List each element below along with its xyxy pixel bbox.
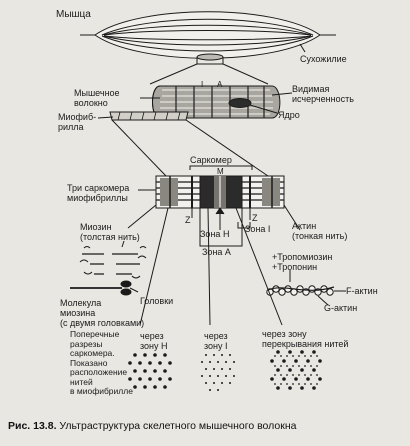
label-cross-sections: Поперечные разрезы саркомера. Показано р… [70,329,133,396]
label-g-actin: G-актин [324,303,358,313]
tendon-pointer [299,43,306,53]
figure-caption: Рис. 13.8. Ультраструктура скелетного мы… [8,420,296,432]
nucleus-shape [228,98,252,108]
fascicle-cut [149,53,269,85]
label-band-i: I [201,80,204,89]
label-heads: Головки [140,296,174,306]
label-f-actin: F-актин [346,286,378,296]
three-sarcomeres [155,175,285,209]
label-through-i: через зону I [204,331,228,351]
label-three-sarcomeres: Три саркомера миофибриллы [67,183,130,203]
figure-caption-text: Ультраструктура скелетного мышечного вол… [59,420,297,432]
myosin-filaments [79,240,147,279]
label-muscle-fiber: Мышечное волокно [74,88,120,108]
myofibril-strip [109,111,189,121]
label-zone-h: Зона H [200,229,230,239]
label-through-overlap: через зону перекрывания нитей [262,329,349,349]
figure-number: Рис. 13.8. [8,420,57,432]
label-actin: Актин (тонкая нить) [292,221,348,241]
cross-section-h [128,353,172,389]
label-through-h: через зону Н [140,331,168,351]
muscle-fiber [152,85,281,119]
label-myosin: Миозин (толстая нить) [80,222,140,242]
myosin-molecule [70,280,139,296]
label-band-a: A [217,80,223,89]
label-zone-a: Зона А [202,247,231,257]
cross-section-overlap [270,350,322,390]
label-myosin-molecule: Молекула миозина (с двумя головками) [60,298,145,328]
cross-section-i [201,354,235,391]
label-z-left: Z [185,215,191,225]
muscle-belly [80,11,336,59]
label-sarcomere: Саркомер [190,155,232,165]
f-actin-filament [266,285,335,296]
label-zone-i: Зона I [245,224,271,234]
label-visible-striation: Видимая исчерченность [292,84,354,104]
label-muscle: Мышца [56,9,91,20]
label-myofibril: Миофиб- рилла [58,112,97,132]
label-m-line: M [217,167,224,176]
label-nucleus: Ядро [278,110,300,120]
label-z-right: Z [252,213,258,223]
label-tropomyosin: +Тропомиозин +Тропонин [272,252,333,272]
label-tendon: Сухожилие [300,54,347,64]
sarcomere-bracket [189,165,253,170]
